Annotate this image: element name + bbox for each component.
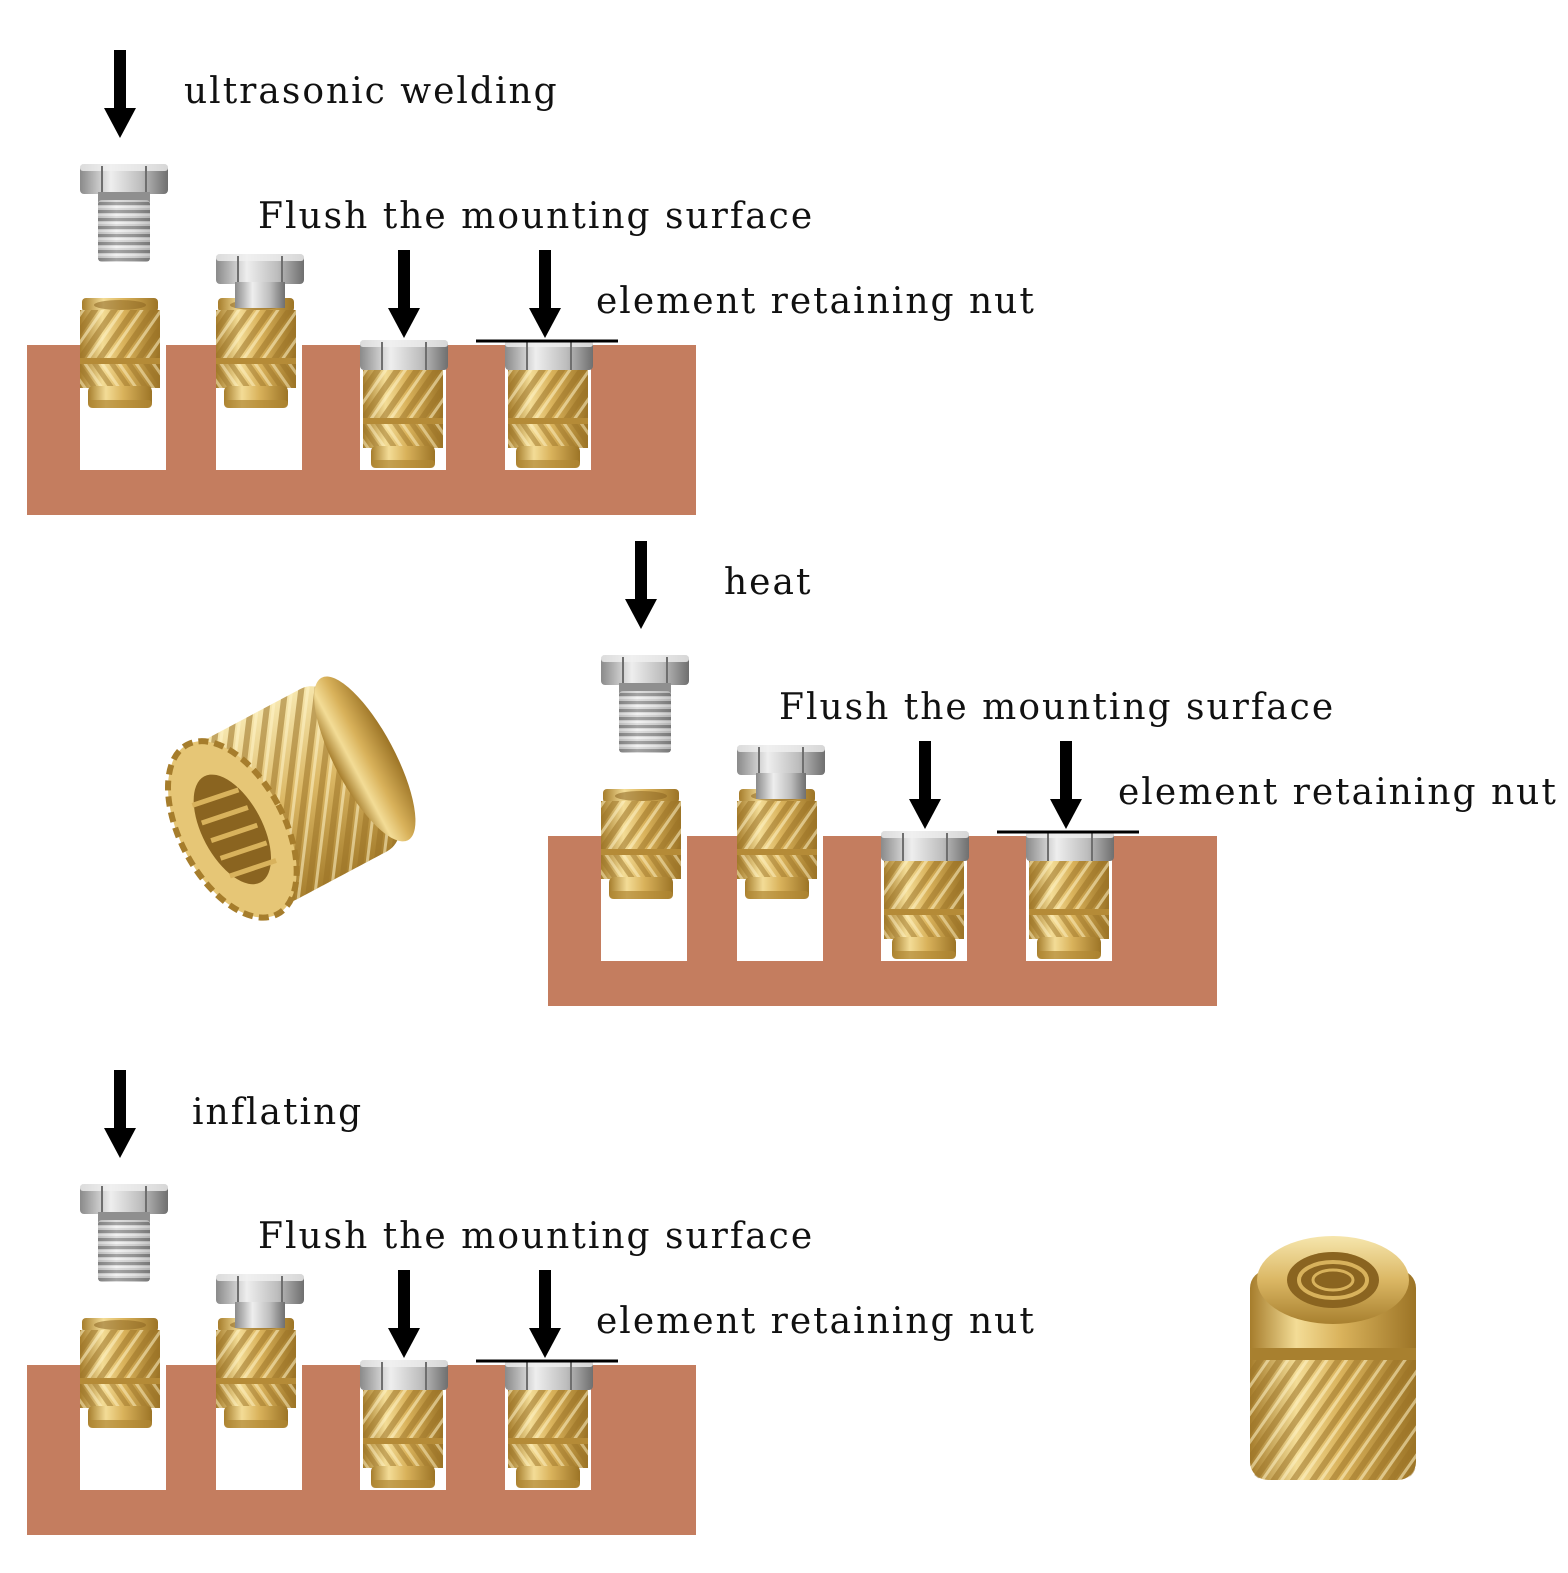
brass-insert-icon [216, 298, 296, 408]
bore-thread [210, 822, 259, 844]
down-arrow-icon [104, 1070, 136, 1158]
hex-bolt-head-icon [880, 830, 970, 862]
hex-bolt-head-icon [359, 1359, 449, 1391]
brass-insert-icon [508, 1378, 588, 1488]
flush-surface-label: Flush the mounting surface [779, 687, 1336, 728]
bore-thread [200, 805, 249, 826]
flush-surface-label: Flush the mounting surface [258, 196, 815, 237]
brass-insert-icon [216, 1318, 296, 1428]
insert-knurl [1250, 1350, 1416, 1480]
method-label: ultrasonic welding [184, 71, 559, 112]
brass-insert-icon [737, 789, 817, 899]
down-arrow-icon [1050, 741, 1082, 829]
bore-thread [1311, 1268, 1355, 1292]
brass-insert-icon [1029, 849, 1109, 959]
brass-insert-icon [363, 358, 443, 468]
substrate-block [27, 345, 696, 515]
hex-bolt-head-icon [504, 1359, 594, 1391]
installation-panel [548, 541, 1217, 1006]
insert-flange [314, 676, 416, 842]
installation-panel [27, 50, 696, 515]
down-arrow-icon [625, 541, 657, 629]
screw-icon [80, 1184, 168, 1282]
brass-insert-icon [884, 849, 964, 959]
retaining-nut-label: element retaining nut [596, 281, 1036, 322]
retaining-nut-label: element retaining nut [1118, 772, 1558, 813]
down-arrow-icon [909, 741, 941, 829]
down-arrow-icon [529, 1270, 561, 1358]
method-label: heat [724, 562, 813, 603]
screw-shank [235, 1302, 285, 1328]
bore-thread [191, 787, 240, 808]
insert-groove [1250, 1348, 1416, 1360]
installation-panel [27, 1070, 696, 1535]
hex-bolt-head-icon [504, 339, 594, 371]
brass-insert-icon [508, 358, 588, 468]
retaining-nut-label: element retaining nut [596, 1301, 1036, 1342]
screw-shank [235, 282, 285, 308]
brass-insert-icon [363, 1378, 443, 1488]
substrate-block [27, 1365, 696, 1535]
method-label: inflating [192, 1092, 364, 1133]
down-arrow-icon [388, 1270, 420, 1358]
brass-insert-upright-icon [1250, 1236, 1416, 1480]
flush-surface-label: Flush the mounting surface [258, 1216, 815, 1257]
hex-bolt-head-icon [359, 339, 449, 371]
screw-icon [601, 655, 689, 753]
bore-thread [1297, 1260, 1369, 1300]
hex-bolt-head-icon [736, 744, 826, 776]
brass-insert-icon [80, 298, 160, 408]
down-arrow-icon [104, 50, 136, 138]
hex-bolt-head-icon [1025, 830, 1115, 862]
hex-bolt-head-icon [215, 253, 305, 285]
brass-insert-icon [80, 1318, 160, 1428]
screw-icon [80, 164, 168, 262]
hex-bolt-head-icon [215, 1273, 305, 1305]
brass-insert-icon [601, 789, 681, 899]
insert-bore [193, 774, 272, 885]
brass-insert-angled-icon [165, 676, 416, 921]
substrate-block [548, 836, 1217, 1006]
down-arrow-icon [388, 250, 420, 338]
down-arrow-icon [529, 250, 561, 338]
bore-thread [219, 840, 268, 861]
screw-shank [756, 773, 806, 799]
bore-thread [229, 858, 277, 879]
